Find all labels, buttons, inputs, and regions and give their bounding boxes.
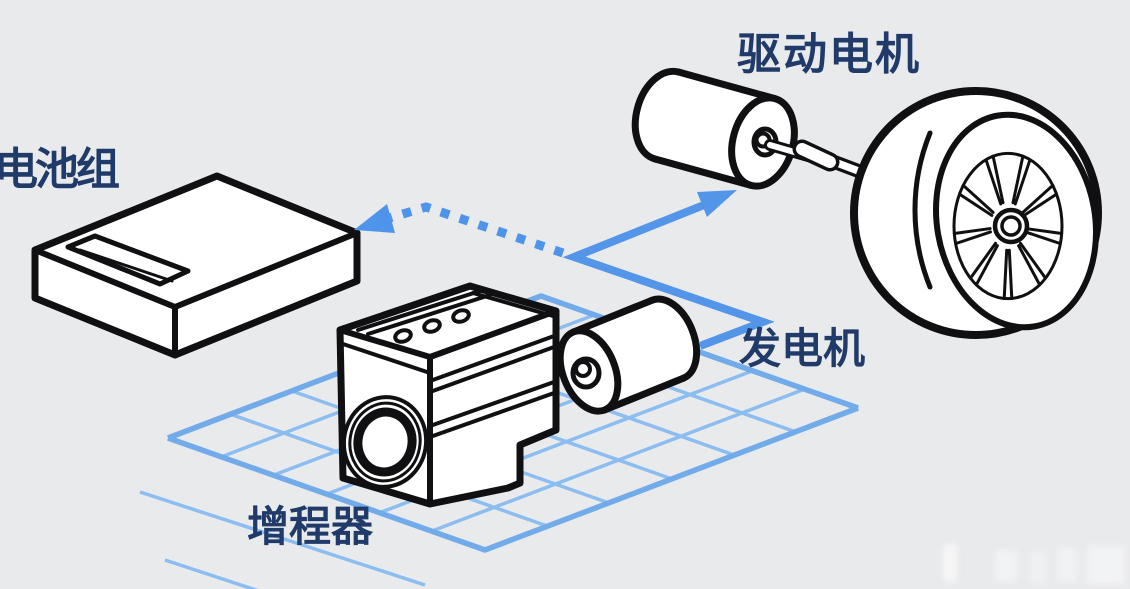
- drive-motor-graphic: [631, 67, 798, 190]
- wheel-spokes: [954, 153, 1062, 298]
- label-battery-pack: 电池组: [0, 144, 120, 195]
- watermark-smudge: [1057, 548, 1077, 582]
- watermark-smudge: [1030, 552, 1046, 583]
- engine-intake-rings: [341, 395, 429, 489]
- generator-graphic: [556, 295, 701, 415]
- range-extender-graphic: [336, 282, 560, 508]
- tire-sidewall-edge: [912, 130, 933, 290]
- watermark: [935, 538, 1130, 589]
- label-range-extender: 增程器: [247, 502, 374, 551]
- charge-flow-dotted-arrow: [354, 202, 565, 258]
- label-generator: 发电机: [739, 324, 866, 373]
- engine-top-bolt-holes: [393, 308, 471, 344]
- battery-pack-graphic: [31, 172, 361, 359]
- label-drive-motor: 驱动电机: [737, 29, 921, 80]
- watermark-smudge: [995, 550, 1017, 582]
- generator-hub: [570, 356, 602, 390]
- power-flow-arrow: [562, 190, 775, 350]
- watermark-smudge: [943, 544, 957, 582]
- watermark-smudge: [1087, 546, 1125, 584]
- floor-grid-border: [167, 293, 859, 553]
- wheel-hub: [992, 207, 1030, 245]
- power-arrowhead: [697, 190, 737, 217]
- wheel-graphic: [850, 87, 1102, 339]
- charge-arrowhead: [354, 204, 395, 233]
